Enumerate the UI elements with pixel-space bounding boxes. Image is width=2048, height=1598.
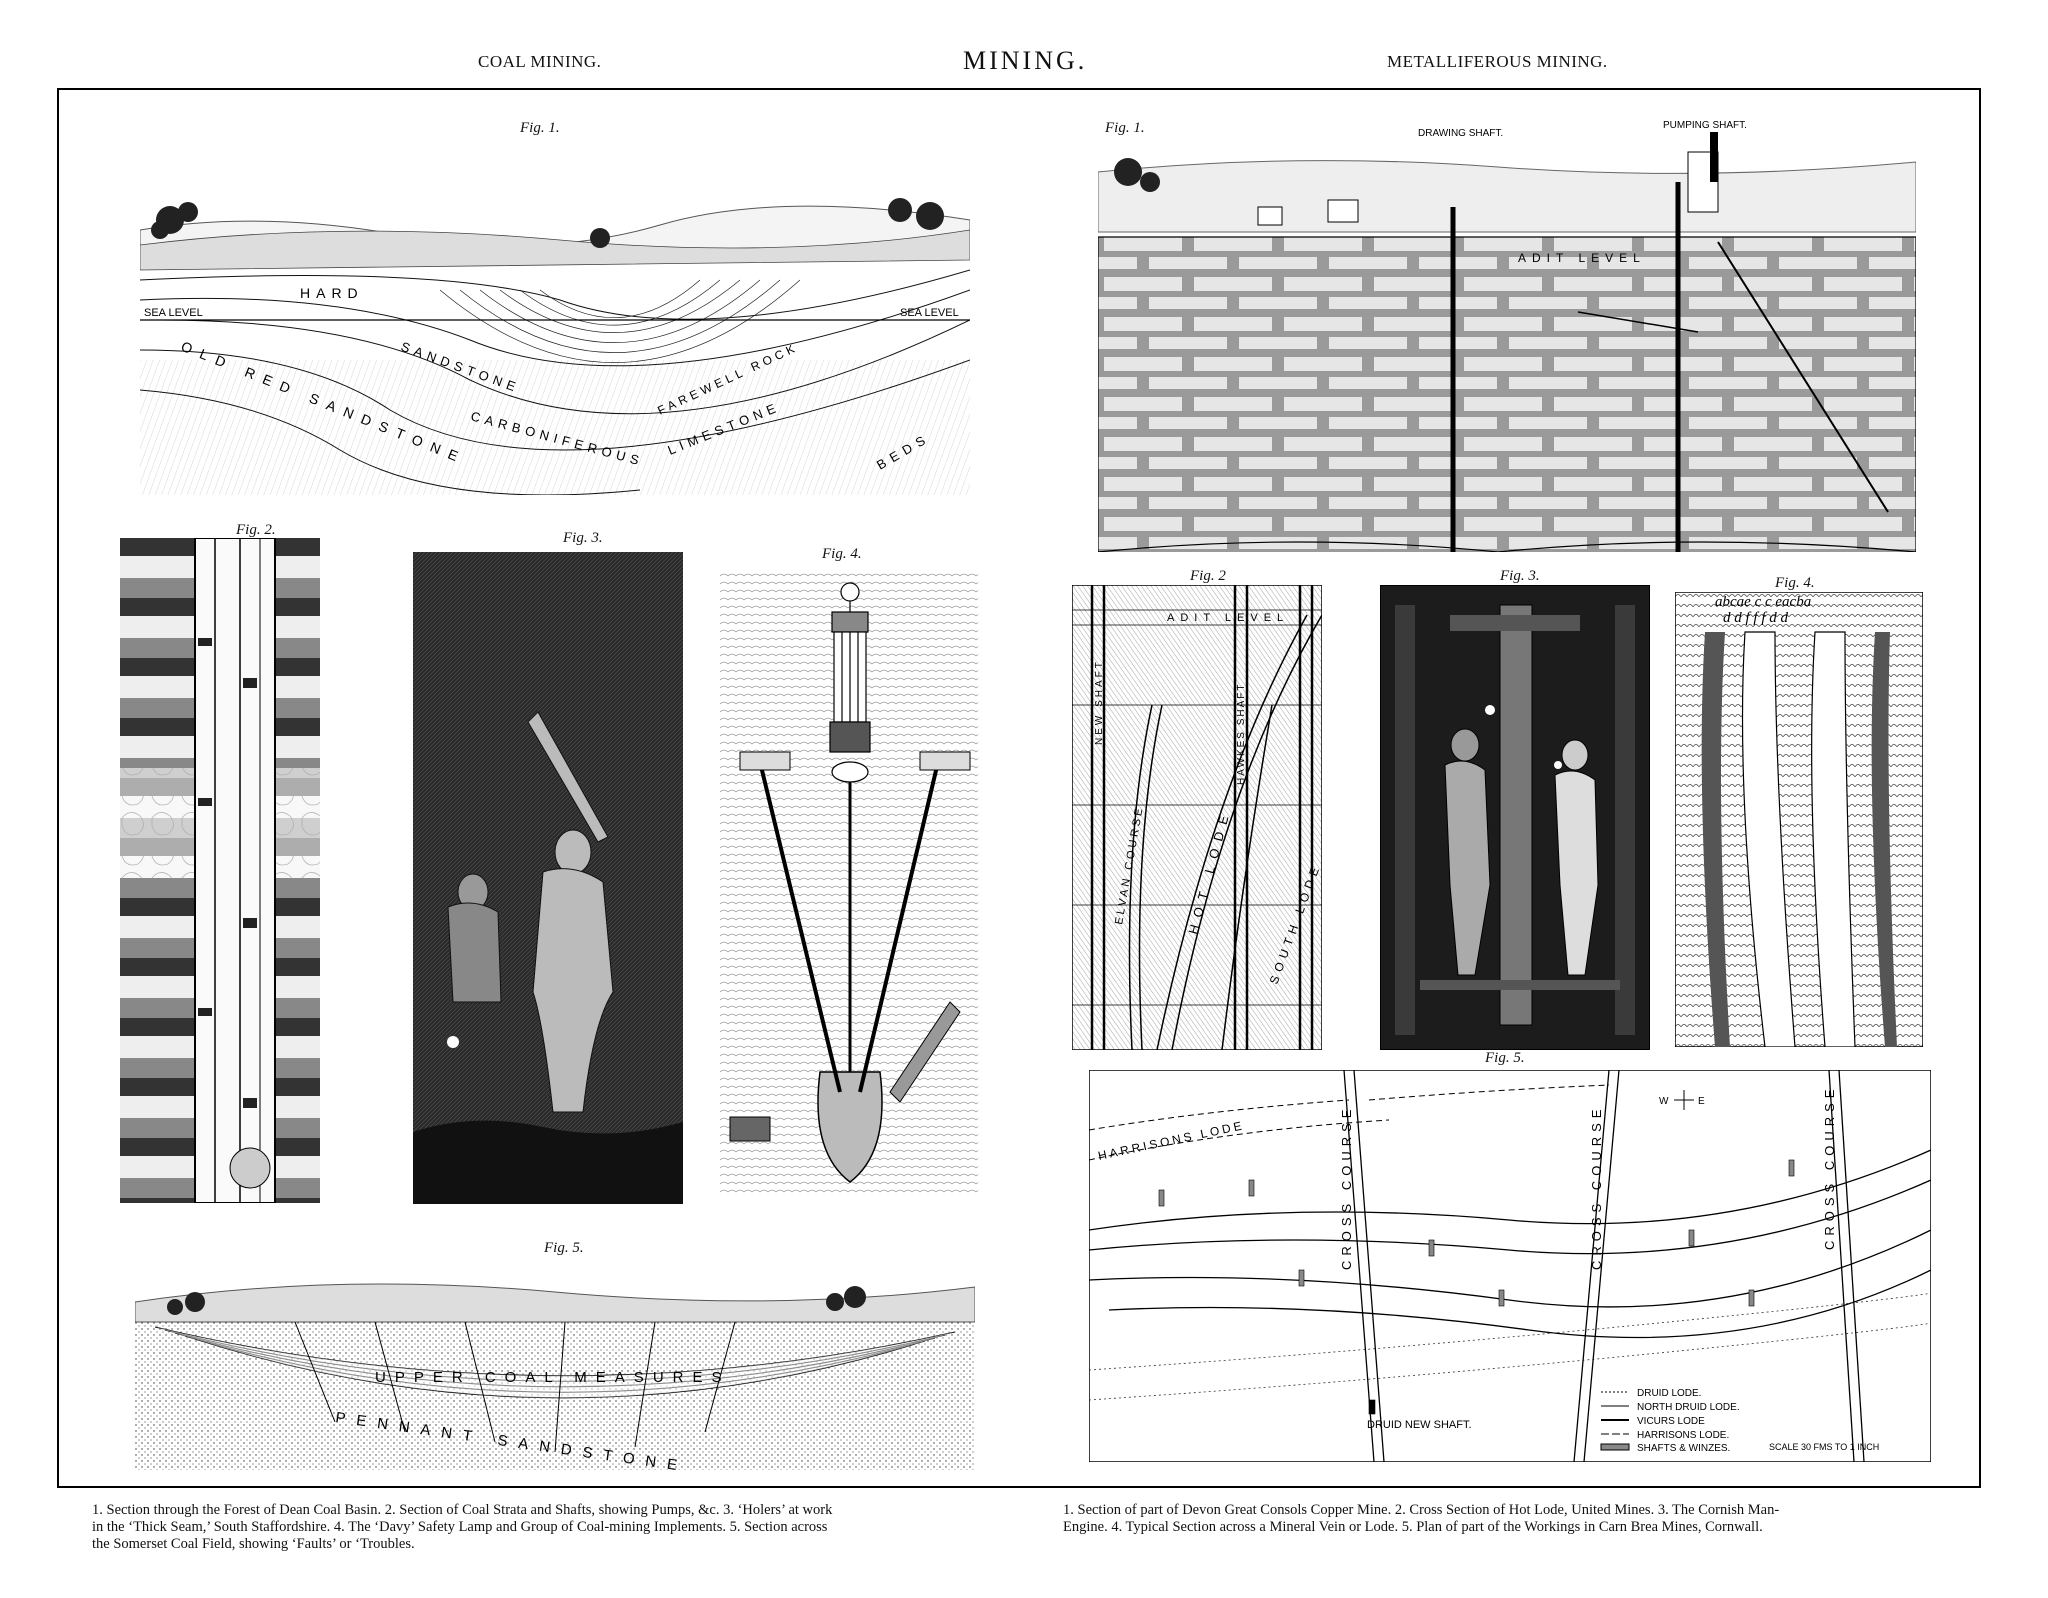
coal-fig5-label: Fig. 5. [544, 1240, 584, 1256]
coal-fig1-illustration: SEA LEVEL SEA LEVEL HARD SANDSTONE CARBO… [140, 150, 970, 495]
metal-fig2-adit-level: ADIT LEVEL [1167, 612, 1289, 624]
metal-fig1-drawing-shaft: DRAWING SHAFT. [1418, 128, 1503, 139]
caption-metal-line-2: Engine. 4. Typical Section across a Mine… [1063, 1519, 1763, 1535]
metal-fig4-letters-bottom: d d f f f d d [1723, 610, 1789, 626]
coal-fig2-label: Fig. 2. [236, 522, 276, 538]
coal-fig5-upper-coal-measures: UPPER COAL MEASURES [375, 1369, 731, 1386]
legend-druid-lode: DRUID LODE. [1637, 1388, 1701, 1399]
metal-fig4-label: Fig. 4. [1775, 575, 1815, 591]
legend-harrisons-lode: HARRISONS LODE. [1637, 1430, 1729, 1441]
coal-fig5-illustration: UPPER COAL MEASURES PENNANT SANDSTONE [135, 1262, 975, 1470]
caption-metal-line-1: 1. Section of part of Devon Great Consol… [1063, 1502, 1780, 1518]
metal-fig4-illustration: abcae c c eacba d d f f f d d [1675, 592, 1923, 1047]
metal-fig5-illustration: HARRISONS LODE CROSS COURSE CROSS COURSE… [1089, 1070, 1931, 1462]
metal-fig2-label: Fig. 2 [1190, 568, 1226, 584]
metal-fig5-scale: SCALE 30 FMS TO 1 INCH [1769, 1442, 1879, 1452]
coal-fig1-sea-level-left: SEA LEVEL [144, 307, 203, 319]
metal-fig5-cross-course-2: CROSS COURSE [1589, 1105, 1604, 1270]
legend-vicurs-lode: VICURS LODE [1637, 1416, 1705, 1427]
metal-fig1-label: Fig. 1. [1105, 120, 1145, 136]
caption-coal-line-3: the Somerset Coal Field, showing ‘Faults… [92, 1536, 415, 1552]
metal-fig4-letters-top: abcae c c eacba [1715, 594, 1811, 610]
metal-fig3-label: Fig. 3. [1500, 568, 1540, 584]
coal-fig1-label: Fig. 1. [520, 120, 560, 136]
legend-north-druid-lode: NORTH DRUID LODE. [1637, 1402, 1740, 1413]
metal-fig5-legend: DRUID LODE. NORTH DRUID LODE. VICURS LOD… [1600, 1388, 1740, 1454]
metal-fig5-cross-course-1: CROSS COURSE [1339, 1105, 1354, 1270]
metal-fig3-illustration [1380, 585, 1650, 1050]
metal-fig5-compass-e: E [1698, 1096, 1705, 1107]
coal-fig3-label: Fig. 3. [563, 530, 603, 546]
metal-fig1-illustration: DRAWING SHAFT. PUMPING SHAFT. ADIT LEVEL [1098, 112, 1916, 552]
page-title: MINING. [963, 46, 1088, 75]
metal-fig5-compass-w: W [1659, 1096, 1669, 1107]
metal-fig1-adit-level: ADIT LEVEL [1518, 251, 1646, 265]
coal-fig3-illustration [413, 552, 683, 1204]
coal-fig2-illustration [120, 538, 320, 1203]
caption-coal-line-2: in the ‘Thick Seam,’ South Staffordshire… [92, 1519, 828, 1535]
caption-metalliferous-mining: 1. Section of part of Devon Great Consol… [1063, 1502, 1983, 1536]
caption-coal-mining: 1. Section through the Forest of Dean Co… [92, 1502, 1022, 1553]
plate-frame [57, 88, 1981, 1488]
coal-fig1-stratum-hard: HARD [300, 285, 364, 301]
metal-fig5-cross-course-3: CROSS COURSE [1822, 1085, 1837, 1250]
coal-fig4-label: Fig. 4. [822, 546, 862, 562]
coal-fig1-sea-level-right: SEA LEVEL [900, 307, 959, 319]
caption-coal-line-1: 1. Section through the Forest of Dean Co… [92, 1502, 833, 1518]
metal-fig2-hawkes-shaft: HAWKES SHAFT [1236, 682, 1247, 785]
header-metalliferous-mining: METALLIFEROUS MINING. [1387, 52, 1608, 71]
metal-fig1-pumping-shaft: PUMPING SHAFT. [1663, 120, 1747, 131]
metal-fig5-label: Fig. 5. [1485, 1050, 1525, 1066]
metal-fig2-new-shaft: NEW SHAFT [1094, 659, 1105, 745]
legend-shafts-winzes: SHAFTS & WINZES. [1637, 1443, 1730, 1454]
coal-fig4-illustration [720, 572, 978, 1197]
header-coal-mining: COAL MINING. [478, 52, 602, 71]
metal-fig2-illustration: ADIT LEVEL NEW SHAFT HAWKES SHAFT HOT LO… [1072, 585, 1322, 1050]
metal-fig5-druid-new-shaft: DRUID NEW SHAFT. [1367, 1419, 1472, 1431]
